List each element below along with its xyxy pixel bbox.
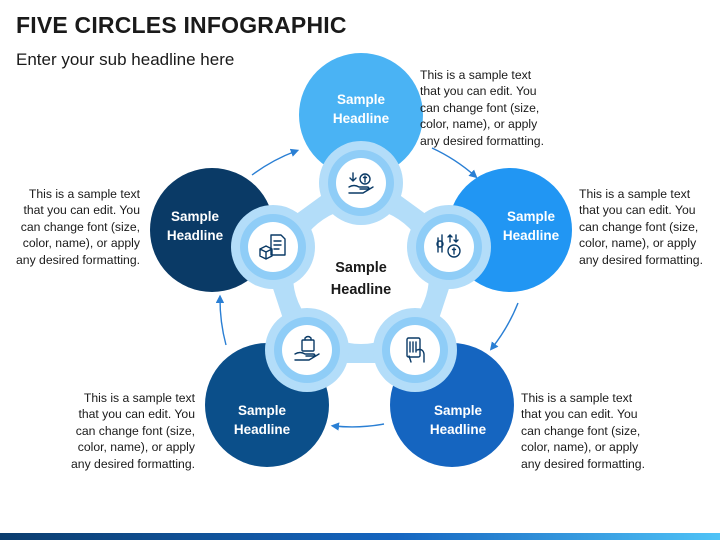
node-5-headline-line2: Headline [167,228,224,243]
money-hand-icon [348,172,374,194]
node-circle-1 [299,53,423,177]
arrow-5 [215,294,227,346]
description-1: This is a sample text that you can edit.… [420,68,544,148]
arrow-1 [251,148,300,176]
node-3-headline-line1: Sample [434,403,483,418]
flow-arrows [215,147,519,431]
page-title: FIVE CIRCLES INFOGRAPHIC [16,12,347,38]
node-4-headline-line2: Headline [234,422,291,437]
description-5: This is a sample text that you can edit.… [16,187,140,267]
delivery-document-icon [259,234,286,260]
shopping-hand-icon [294,335,320,361]
page-subtitle: Enter your sub headline here [16,50,235,69]
description-2: This is a sample text that you can edit.… [579,187,703,267]
icon-rings [231,141,491,392]
node-2-headline-line1: Sample [507,209,556,224]
arrow-4 [330,422,385,431]
node-1-headline-line2: Headline [333,111,390,126]
finance-chart-icon [436,234,461,258]
arrow-2 [431,147,478,179]
arrow-3 [489,302,519,351]
node-4-headline-line1: Sample [238,403,287,418]
center-headline-line1: Sample [335,260,387,276]
node-3-headline-line2: Headline [430,422,487,437]
node-2-headline-line2: Headline [503,228,560,243]
center-hub [293,208,429,344]
bottom-accent-bar [0,533,720,540]
card-payment-icon [406,337,425,363]
description-3: This is a sample text that you can edit.… [521,391,645,471]
node-5-headline-line1: Sample [171,209,220,224]
description-4: This is a sample text that you can edit.… [71,391,195,471]
node-1-headline-line1: Sample [337,92,386,107]
center-headline-line2: Headline [331,282,391,298]
